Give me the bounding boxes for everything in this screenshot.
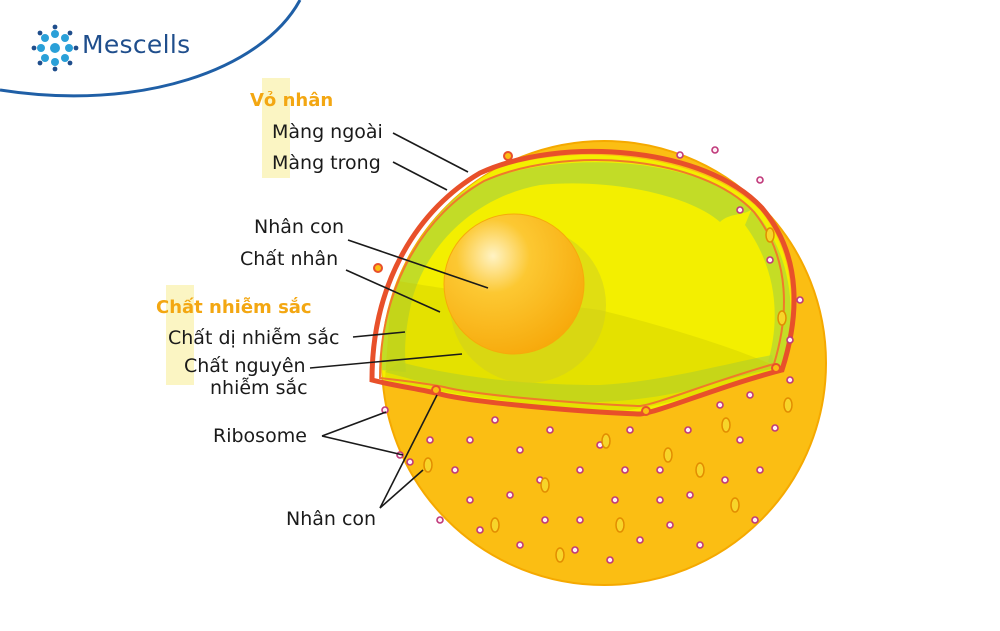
nucleolus bbox=[444, 214, 584, 354]
mescells-logo-icon bbox=[31, 24, 79, 72]
outer-membrane bbox=[369, 148, 797, 417]
label-heterochromatin: Chất dị nhiễm sắc bbox=[168, 327, 340, 349]
vesicles bbox=[423, 227, 793, 563]
label-chromatin: Chất nhiễm sắc bbox=[156, 297, 312, 318]
label-inner-membrane: Màng trong bbox=[272, 152, 381, 174]
label-nuclear-pore: Nhân con bbox=[286, 508, 377, 530]
envelope-highlight bbox=[262, 78, 290, 178]
corner-swoosh bbox=[0, 0, 300, 99]
brand-name: Mescells bbox=[82, 30, 191, 59]
label-euchromatin-line2: nhiễm sắc bbox=[210, 377, 308, 399]
label-outer-membrane: Màng ngoài bbox=[272, 121, 383, 143]
heterochromatin-bottom bbox=[385, 355, 775, 403]
label-nucleolus: Nhân con bbox=[254, 216, 345, 238]
label-euchromatin-line1: Chất nguyên bbox=[184, 355, 306, 377]
label-nuclear-envelope: Vỏ nhân bbox=[250, 90, 334, 111]
corner-swoosh-line bbox=[0, 0, 302, 98]
nuclear-pores bbox=[373, 151, 781, 416]
nucleolus-cut bbox=[443, 213, 585, 355]
label-nucleoplasm: Chất nhân bbox=[240, 248, 339, 270]
label-ribosome: Ribosome bbox=[213, 425, 307, 447]
leader-lines bbox=[309, 132, 489, 509]
ribosomes bbox=[381, 146, 804, 564]
chromatin-highlight bbox=[166, 285, 194, 385]
heterochromatin-right bbox=[745, 208, 791, 368]
